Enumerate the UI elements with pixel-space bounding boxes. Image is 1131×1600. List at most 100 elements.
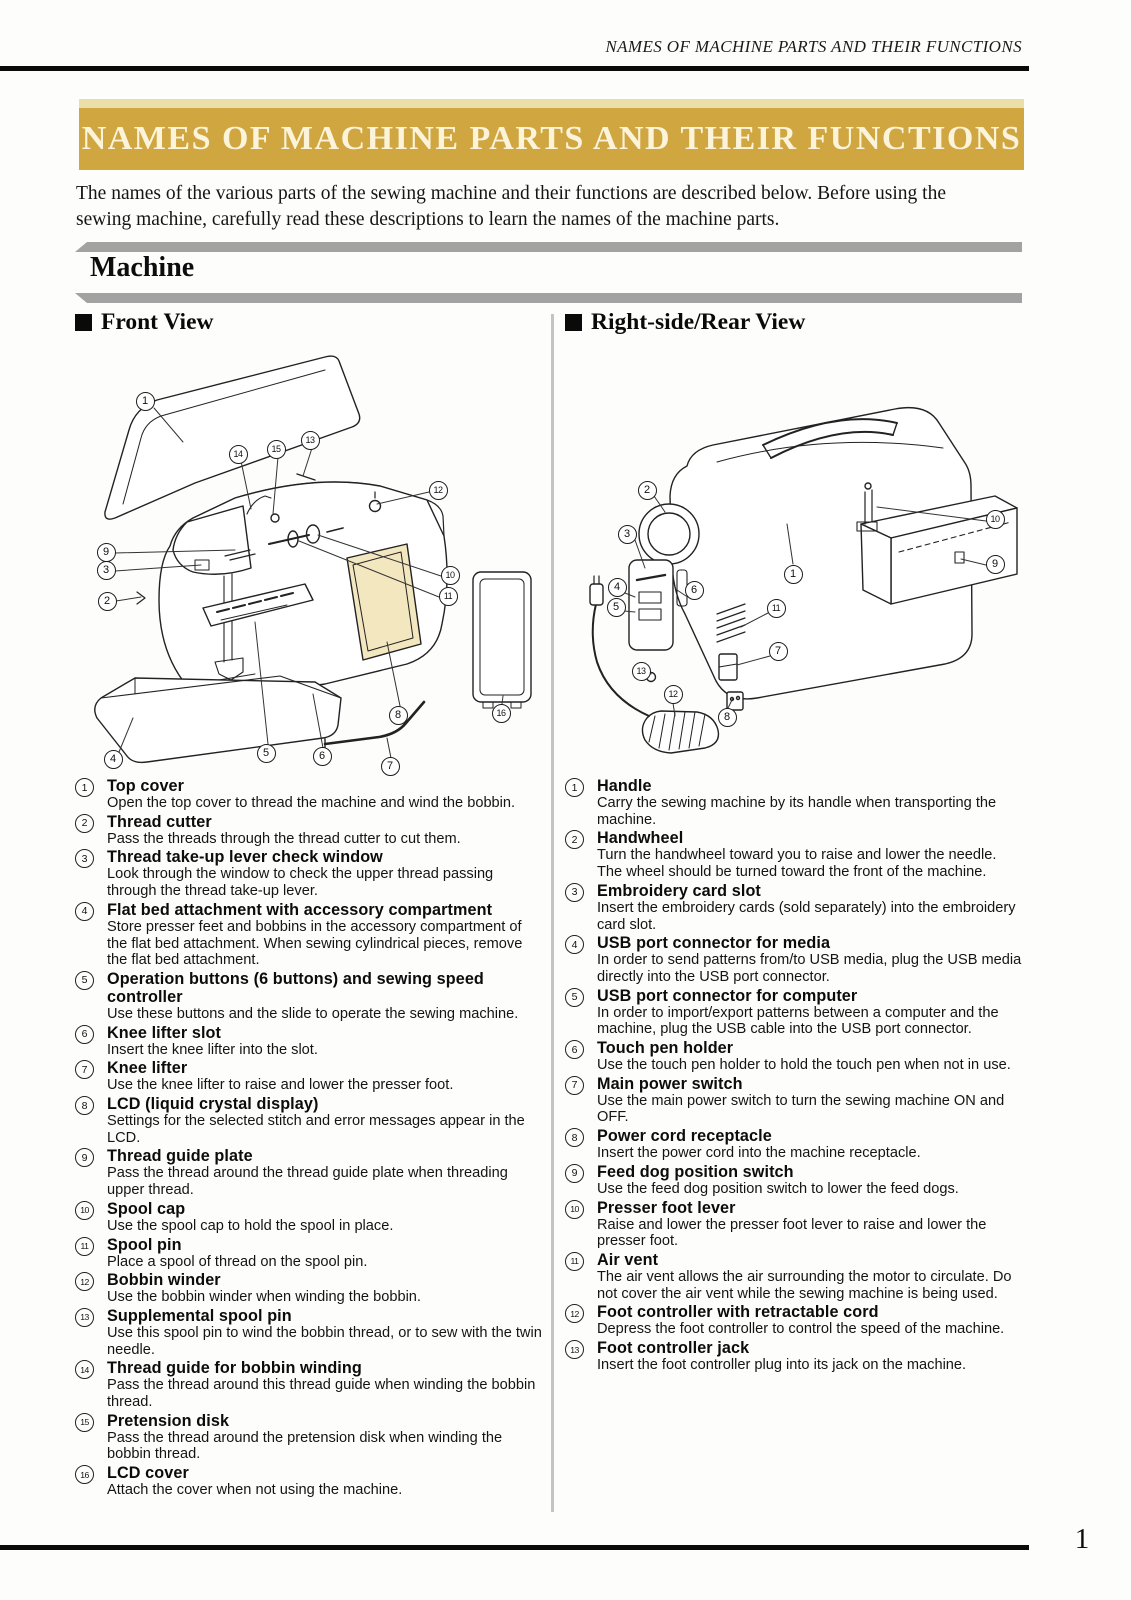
part-name: Knee lifter — [107, 1059, 188, 1078]
running-head: NAMES OF MACHINE PARTS AND THEIR FUNCTIO… — [605, 37, 1022, 56]
figure-callout-10: 10 — [985, 509, 1005, 529]
part-item: 6 Knee lifter slot Insert the knee lifte… — [75, 1024, 545, 1059]
figure-callout-15: 15 — [266, 439, 286, 459]
part-name: Embroidery card slot — [597, 881, 761, 900]
figure-callout-7: 7 — [380, 756, 400, 776]
figure-callout-2: 2 — [97, 591, 117, 611]
part-desc: Use the feed dog position switch to lowe… — [597, 1180, 959, 1197]
square-bullet-icon — [75, 314, 92, 331]
part-item: 13 Foot controller jack Insert the foot … — [565, 1339, 1022, 1374]
figure-callout-9: 9 — [985, 554, 1005, 574]
part-number: 6 — [565, 1040, 584, 1060]
part-item: 11 Air vent The air vent allows the air … — [565, 1251, 1022, 1302]
part-number: 9 — [75, 1148, 94, 1168]
part-desc: Use the knee lifter to raise and lower t… — [107, 1077, 454, 1094]
part-name: Handle — [597, 777, 652, 795]
part-name: Main power switch — [597, 1074, 743, 1093]
part-desc: In order to import/export patterns betwe… — [597, 1004, 999, 1038]
part-name: Feed dog position switch — [597, 1162, 794, 1181]
figure-callout-11: 11 — [438, 586, 458, 606]
figure-callout-5: 5 — [606, 597, 626, 617]
part-desc: Use the bobbin winder when winding the b… — [107, 1289, 421, 1306]
part-name: Top cover — [107, 777, 185, 795]
part-number: 5 — [75, 970, 94, 990]
part-item: 6 Touch pen holder Use the touch pen hol… — [565, 1039, 1022, 1074]
part-item: 16 LCD cover Attach the cover when not u… — [75, 1464, 545, 1499]
part-number: 3 — [565, 882, 584, 902]
chapter-title-banner: NAMES OF MACHINE PARTS AND THEIR FUNCTIO… — [79, 99, 1024, 170]
part-number: 6 — [75, 1024, 94, 1044]
part-number: 9 — [565, 1163, 584, 1183]
rear-view-heading-label: Right-side/Rear View — [591, 309, 806, 335]
part-number: 2 — [565, 830, 584, 850]
part-desc: Pass the thread around this thread guide… — [107, 1377, 536, 1411]
figure-callout-8: 8 — [388, 705, 408, 725]
part-name: Supplemental spool pin — [107, 1306, 292, 1325]
figure-callout-2: 2 — [637, 480, 657, 500]
figure-callout-4: 4 — [607, 577, 627, 597]
part-item: 2 Handwheel Turn the handwheel toward yo… — [565, 829, 1022, 880]
part-desc: Open the top cover to thread the machine… — [107, 795, 516, 811]
figure-callout-13: 13 — [300, 430, 320, 450]
part-desc: Use the main power switch to turn the se… — [597, 1092, 1005, 1126]
part-desc: Use these buttons and the slide to opera… — [107, 1005, 519, 1022]
part-number: 1 — [75, 778, 94, 797]
figure-callout-12: 12 — [663, 684, 683, 704]
part-desc: Raise and lower the presser foot lever t… — [597, 1216, 987, 1250]
part-name: Touch pen holder — [597, 1039, 734, 1058]
figure-callout-1: 1 — [783, 564, 803, 584]
part-item: 4 Flat bed attachment with accessory com… — [75, 901, 545, 969]
part-desc: Insert the power cord into the machine r… — [597, 1145, 921, 1162]
part-item: 4 USB port connector for media In order … — [565, 934, 1022, 985]
part-desc: Depress the foot controller to control t… — [597, 1321, 1005, 1338]
top-rule — [0, 66, 1029, 71]
part-item: 10 Spool cap Use the spool cap to hold t… — [75, 1200, 545, 1235]
part-name: USB port connector for media — [597, 934, 831, 953]
figure-callout-7: 7 — [768, 641, 788, 661]
part-number: 2 — [75, 813, 94, 833]
front-view-heading-label: Front View — [101, 309, 214, 335]
figure-callout-12: 12 — [428, 480, 448, 500]
part-item: 12 Foot controller with retractable cord… — [565, 1303, 1022, 1338]
part-number: 11 — [75, 1236, 94, 1256]
figure-callout-6: 6 — [684, 580, 704, 600]
part-item: 13 Supplemental spool pin Use this spool… — [75, 1307, 545, 1358]
figure-callout-13: 13 — [631, 661, 651, 681]
figure-callout-14: 14 — [228, 444, 248, 464]
part-item: 8 LCD (liquid crystal display) Settings … — [75, 1095, 545, 1146]
front-parts-list: 1 Top cover Open the top cover to thread… — [75, 777, 545, 1499]
part-item: 15 Pretension disk Pass the thread aroun… — [75, 1412, 545, 1463]
part-name: Pretension disk — [107, 1411, 230, 1430]
part-name: Spool cap — [107, 1199, 186, 1218]
section-title: Machine — [90, 252, 195, 283]
page-number: 1 — [1074, 1523, 1090, 1555]
part-name: Power cord receptacle — [597, 1127, 772, 1146]
part-name: Thread cutter — [107, 812, 212, 831]
front-view-heading: Front View — [75, 309, 545, 336]
figure-callout-9: 9 — [96, 542, 116, 562]
square-bullet-icon — [565, 314, 582, 331]
part-number: 14 — [75, 1360, 94, 1380]
part-name: Foot controller with retractable cord — [597, 1303, 879, 1322]
part-item: 9 Thread guide plate Pass the thread aro… — [75, 1147, 545, 1198]
part-number: 11 — [565, 1251, 584, 1271]
part-name: Bobbin winder — [107, 1271, 221, 1290]
part-name: LCD (liquid crystal display) — [107, 1095, 319, 1114]
part-number: 4 — [75, 901, 94, 921]
part-desc: In order to send patterns from/to USB me… — [597, 952, 1022, 985]
intro-paragraph: The names of the various parts of the se… — [76, 183, 946, 230]
part-item: 12 Bobbin winder Use the bobbin winder w… — [75, 1271, 545, 1306]
part-number: 5 — [565, 987, 584, 1007]
part-item: 2 Thread cutter Pass the threads through… — [75, 813, 545, 848]
section-rule-top — [75, 242, 1022, 252]
part-item: 5 Operation buttons (6 buttons) and sewi… — [75, 970, 545, 1023]
part-desc: Attach the cover when not using the mach… — [107, 1482, 403, 1499]
part-name: Presser foot lever — [597, 1198, 736, 1217]
figure-callout-11: 11 — [766, 598, 786, 618]
part-number: 15 — [75, 1412, 94, 1432]
part-desc: Store presser feet and bobbins in the ac… — [107, 918, 523, 969]
figure-callout-4: 4 — [103, 749, 123, 769]
part-item: 9 Feed dog position switch Use the feed … — [565, 1163, 1022, 1198]
